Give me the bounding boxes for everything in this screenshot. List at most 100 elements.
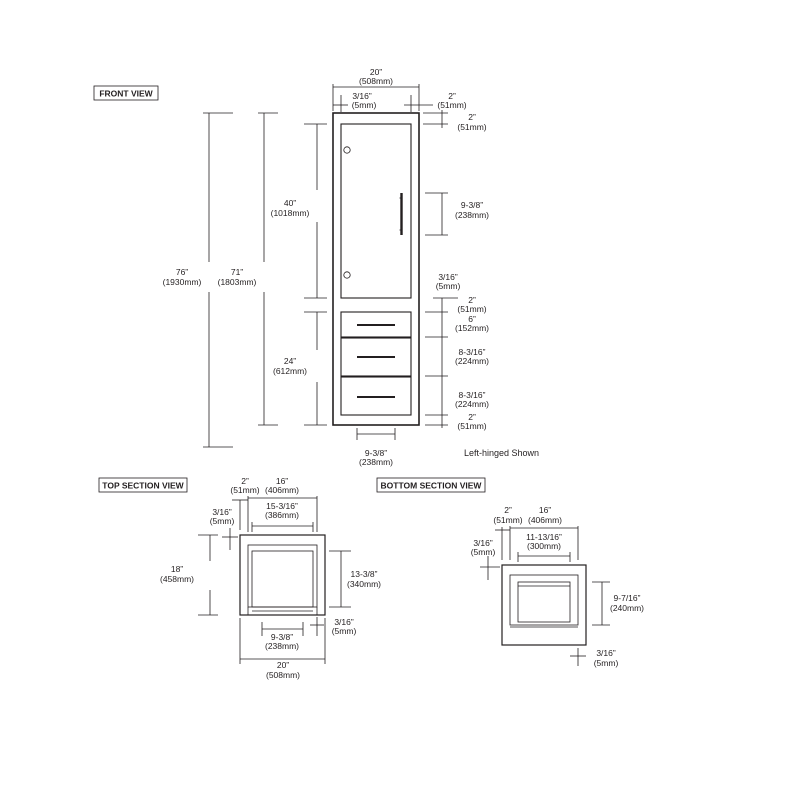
left-hinged-note: Left-hinged Shown	[464, 448, 539, 458]
top-dim-gap-in: 3/16”	[212, 507, 232, 517]
dim-side-top-right-in: 2”	[448, 91, 456, 101]
bottom-dim-gap-bottom-in: 3/16”	[596, 648, 616, 658]
top-dim-inner-width: 16” (406mm)	[247, 476, 318, 532]
top-dim-pull-mm: (238mm)	[265, 641, 299, 651]
top-dim-pull-in: 9-3/8”	[271, 632, 293, 642]
front-view-title: FRONT VIEW	[93, 85, 159, 101]
top-dim-gap-bottom-in: 3/16”	[334, 617, 354, 627]
top-section-title-text: TOP SECTION VIEW	[102, 481, 184, 491]
bottom-section-title: BOTTOM SECTION VIEW	[376, 477, 486, 493]
dim-drawer-1: 6” (152mm)	[425, 312, 489, 338]
dim-drawer-pull: 9-3/8” (238mm)	[356, 428, 396, 467]
dim-base-rail: 2” (51mm)	[425, 412, 487, 431]
dim-width-in: 20”	[370, 67, 382, 77]
front-view-title-text: FRONT VIEW	[99, 89, 153, 99]
top-dim-depth-mm: (458mm)	[160, 574, 194, 584]
cabinet-door	[340, 123, 412, 299]
top-dim-width: 20” (508mm)	[239, 618, 326, 680]
dim-mid-rail-mm: (51mm)	[457, 304, 486, 314]
top-dim-opening-depth: 13-3/8” (340mm)	[329, 550, 381, 608]
top-dim-side: 2” (51mm)	[230, 476, 260, 530]
top-dim-side-mm: (51mm)	[230, 485, 259, 495]
dim-handle-length-in: 9-3/8”	[461, 200, 483, 210]
dim-side-top-right: 2” (51mm)	[404, 91, 467, 112]
bottom-dim-side-mm: (51mm)	[493, 515, 522, 525]
dim-top-rail-mm: (51mm)	[457, 122, 486, 132]
top-dim-width-mm: (508mm)	[266, 670, 300, 680]
top-section-title: TOP SECTION VIEW	[98, 477, 188, 493]
door-hinge-bottom	[343, 271, 351, 279]
bottom-dim-inner-width-mm: (406mm)	[528, 515, 562, 525]
top-dim-opening-depth-in: 13-3/8”	[351, 569, 378, 579]
dim-base-rail-mm: (51mm)	[457, 421, 486, 431]
bottom-dim-opening-depth: 9-7/16” (240mm)	[592, 581, 644, 626]
top-dim-opening: 15-3/16” (386mm)	[251, 501, 314, 532]
bottom-dim-gap-bottom: 3/16” (5mm)	[570, 648, 618, 668]
dim-drawer-1-in: 6”	[468, 314, 476, 324]
top-dim-opening-mm: (386mm)	[265, 510, 299, 520]
door-hinge-top	[343, 146, 351, 154]
dim-drawer-2: 8-3/16” (224mm)	[425, 337, 489, 377]
dim-width-mm: (508mm)	[359, 76, 393, 86]
dim-base-rail-in: 2”	[468, 412, 476, 422]
top-dim-width-in: 20”	[277, 660, 289, 670]
bottom-dim-inner-width: 16” (406mm)	[509, 505, 579, 560]
dim-drawer-2-mm: (224mm)	[455, 356, 489, 366]
dim-gap-top-left: 3/16” (5mm)	[333, 91, 376, 112]
top-dim-depth: 18” (458mm)	[160, 534, 218, 616]
dim-width: 20” (508mm)	[332, 67, 420, 111]
top-dim-pull: 9-3/8” (238mm)	[261, 622, 304, 651]
dim-drawer-section-in: 24”	[284, 356, 296, 366]
top-dim-opening-in: 15-3/16”	[266, 501, 298, 511]
bottom-dim-side: 2” (51mm)	[493, 505, 523, 560]
dim-drawer-section: 24” (612mm)	[273, 311, 327, 426]
dim-drawer-3-in: 8-3/16”	[459, 390, 486, 400]
dim-overall-height-mm: (1930mm)	[163, 277, 202, 287]
top-section-drawing	[239, 534, 326, 616]
bottom-section-title-text: BOTTOM SECTION VIEW	[381, 481, 483, 491]
dim-gap-mid-in: 3/16”	[438, 272, 458, 282]
dim-drawer-3: 8-3/16” (224mm)	[425, 376, 489, 416]
dim-cabinet-height: 71” (1803mm)	[218, 112, 278, 426]
dim-mid-rail: 2” (51mm)	[425, 295, 487, 314]
top-dim-side-in: 2”	[241, 476, 249, 486]
dim-gap-top-left-mm: (5mm)	[352, 100, 377, 110]
dim-door-height-mm: (1018mm)	[271, 208, 310, 218]
dim-drawer-section-mm: (612mm)	[273, 366, 307, 376]
dim-cabinet-height-mm: (1803mm)	[218, 277, 257, 287]
door-handle	[399, 193, 403, 235]
bottom-dim-opening-mm: (300mm)	[527, 541, 561, 551]
bottom-dim-gap-in: 3/16”	[473, 538, 493, 548]
bottom-dim-opening-depth-mm: (240mm)	[610, 603, 644, 613]
top-dim-inner-width-mm: (406mm)	[265, 485, 299, 495]
dim-mid-rail-in: 2”	[468, 295, 476, 305]
dim-side-top-right-mm: (51mm)	[437, 100, 466, 110]
bottom-section-drawing	[501, 564, 587, 646]
dim-cabinet-height-in: 71”	[231, 267, 243, 277]
dim-handle-length-mm: (238mm)	[455, 210, 489, 220]
dim-drawer-2-in: 8-3/16”	[459, 347, 486, 357]
front-cabinet	[332, 112, 420, 426]
dim-gap-mid: 3/16” (5mm)	[433, 272, 461, 299]
top-dim-gap-bottom-mm: (5mm)	[332, 626, 357, 636]
dim-drawer-3-mm: (224mm)	[455, 399, 489, 409]
dim-overall-height-in: 76”	[176, 267, 188, 277]
dim-drawer-1-mm: (152mm)	[455, 323, 489, 333]
dim-top-rail: 2” (51mm)	[423, 110, 487, 132]
dim-gap-top-left-in: 3/16”	[352, 91, 372, 101]
dim-overall-height: 76” (1930mm)	[163, 112, 233, 448]
dim-drawer-pull-mm: (238mm)	[359, 457, 393, 467]
dim-door-height-in: 40”	[284, 198, 296, 208]
top-dim-gap-mm: (5mm)	[210, 516, 235, 526]
dim-door-height: 40” (1018mm)	[271, 123, 327, 299]
dim-gap-mid-mm: (5mm)	[436, 281, 461, 291]
bottom-dim-gap-mm: (5mm)	[471, 547, 496, 557]
bottom-dim-gap-bottom-mm: (5mm)	[594, 658, 619, 668]
top-dim-opening-depth-mm: (340mm)	[347, 579, 381, 589]
dim-handle-length: 9-3/8” (238mm)	[425, 192, 489, 236]
bottom-dim-side-in: 2”	[504, 505, 512, 515]
top-dim-inner-width-in: 16”	[276, 476, 288, 486]
dim-drawer-pull-in: 9-3/8”	[365, 448, 387, 458]
top-dim-gap-bottom: 3/16” (5mm)	[310, 617, 356, 636]
